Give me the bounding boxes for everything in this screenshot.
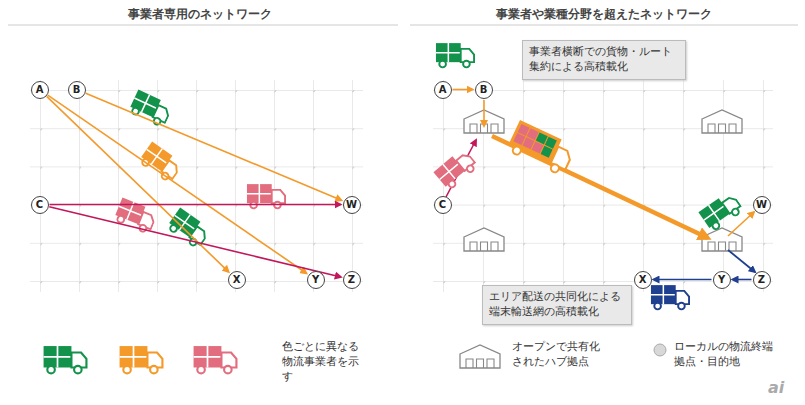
node-letter: B bbox=[73, 84, 81, 95]
route-arrow bbox=[50, 204, 341, 206]
node-letter: C bbox=[439, 199, 446, 210]
watermark: ai bbox=[768, 378, 784, 397]
callout-box: 事業者横断での貨物・ルート集約による高積載化 bbox=[522, 40, 686, 80]
legend-text: ローカルの物流終端拠点・目的地 bbox=[674, 340, 782, 370]
callout-text: 事業者横断での貨物・ルート集約による高積載化 bbox=[529, 45, 672, 73]
location-circle: A bbox=[434, 81, 452, 99]
route-arrow bbox=[733, 279, 752, 281]
route-arrow bbox=[47, 96, 229, 271]
route-arrow bbox=[48, 95, 307, 273]
node-letter: Y bbox=[718, 274, 725, 285]
location-circle: B bbox=[475, 81, 493, 99]
node-letter: Z bbox=[758, 274, 765, 285]
callout-text: エリア配送の共同化による端末輸送網の高積載化 bbox=[489, 290, 621, 318]
node-letter: C bbox=[36, 199, 43, 210]
route-arrow bbox=[49, 207, 341, 277]
location-circle: Y bbox=[307, 271, 325, 289]
location-circle: C bbox=[434, 196, 452, 214]
location-circle: Y bbox=[713, 271, 731, 289]
location-circle: B bbox=[68, 81, 86, 99]
location-circle: W bbox=[753, 196, 771, 214]
node-letter: A bbox=[439, 84, 447, 95]
location-circle: Z bbox=[753, 271, 771, 289]
node-letter: A bbox=[36, 84, 44, 95]
location-circle: C bbox=[31, 196, 49, 214]
route-arrow bbox=[86, 93, 342, 200]
node-letter: Y bbox=[312, 274, 319, 285]
location-circle: X bbox=[228, 271, 246, 289]
route-arrow bbox=[654, 279, 712, 281]
location-circle: A bbox=[31, 81, 49, 99]
node-letter: Z bbox=[348, 274, 355, 285]
callout-box: エリア配送の共同化による端末輸送網の高積載化 bbox=[482, 285, 632, 325]
panel-title: 事業者専用のネットワーク bbox=[128, 6, 272, 23]
panel-title: 事業者や業種分野を超えたネットワーク bbox=[496, 6, 712, 23]
location-circle: W bbox=[343, 196, 361, 214]
node-letter: B bbox=[480, 84, 488, 95]
node-letter: X bbox=[639, 274, 647, 285]
node-letter: W bbox=[346, 199, 357, 210]
node-letter: X bbox=[233, 274, 241, 285]
legend-text: オープンで共有化されたハブ拠点 bbox=[512, 340, 608, 370]
node-letter: W bbox=[756, 199, 767, 210]
location-circle: Z bbox=[343, 271, 361, 289]
location-circle: X bbox=[634, 271, 652, 289]
legend-text: 色ごとに異なる物流事業者を示す bbox=[282, 340, 366, 385]
route-arrow bbox=[453, 89, 473, 91]
